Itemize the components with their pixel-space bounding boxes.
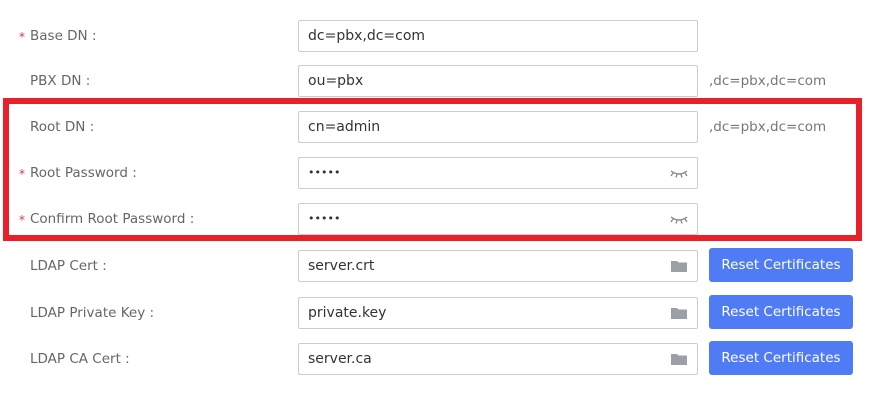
ldap-private-key-input[interactable]: private.key — [298, 297, 698, 329]
reset-certificates-button[interactable]: Reset Certificates — [709, 341, 853, 375]
ldap-cert-row: LDAP Cert : server.crt Reset Certificate… — [0, 248, 881, 283]
ldap-private-key-label: LDAP Private Key : — [30, 305, 155, 321]
confirm-root-password-input[interactable]: ••••• — [298, 203, 698, 235]
ldap-ca-cert-input[interactable]: server.ca — [298, 343, 698, 375]
eye-closed-icon[interactable] — [669, 211, 689, 227]
root-dn-suffix: ,dc=pbx,dc=com — [709, 119, 827, 135]
required-mark: * — [19, 167, 25, 181]
reset-certificates-button[interactable]: Reset Certificates — [709, 248, 853, 282]
root-dn-label: Root DN : — [30, 119, 95, 135]
required-mark: * — [19, 213, 25, 227]
root-dn-value: cn=admin — [308, 119, 381, 135]
ldap-cert-label: LDAP Cert : — [30, 258, 107, 274]
eye-closed-icon[interactable] — [669, 165, 689, 181]
ldap-cert-input[interactable]: server.crt — [298, 250, 698, 282]
ldap-cert-value: server.crt — [308, 258, 375, 274]
required-mark: * — [19, 30, 25, 44]
reset-certificates-button[interactable]: Reset Certificates — [709, 295, 853, 329]
ldap-ca-cert-label: LDAP CA Cert : — [30, 351, 130, 367]
base-dn-value: dc=pbx,dc=com — [308, 28, 426, 44]
root-password-row: * Root Password : ••••• — [0, 156, 881, 190]
base-dn-row: * Base DN : dc=pbx,dc=com — [0, 19, 881, 53]
confirm-root-password-row: * Confirm Root Password : ••••• — [0, 202, 881, 236]
pbx-dn-suffix: ,dc=pbx,dc=com — [709, 73, 827, 89]
base-dn-input[interactable]: dc=pbx,dc=com — [298, 20, 698, 52]
pbx-dn-value: ou=pbx — [308, 73, 364, 89]
pbx-dn-input[interactable]: ou=pbx — [298, 65, 698, 97]
pbx-dn-row: PBX DN : ou=pbx ,dc=pbx,dc=com — [0, 64, 881, 98]
root-dn-input[interactable]: cn=admin — [298, 111, 698, 143]
folder-icon[interactable] — [669, 351, 689, 367]
root-password-input[interactable]: ••••• — [298, 157, 698, 189]
root-password-value: ••••• — [308, 166, 341, 179]
confirm-root-password-value: ••••• — [308, 212, 341, 225]
confirm-root-password-label: Confirm Root Password : — [30, 211, 195, 227]
ldap-ca-cert-value: server.ca — [308, 351, 372, 367]
root-password-label: Root Password : — [30, 165, 137, 181]
root-dn-row: Root DN : cn=admin ,dc=pbx,dc=com — [0, 110, 881, 144]
ldap-ca-cert-row: LDAP CA Cert : server.ca Reset Certifica… — [0, 341, 881, 376]
highlight-box — [3, 98, 862, 241]
ldap-private-key-value: private.key — [308, 305, 387, 321]
base-dn-label: Base DN : — [30, 28, 97, 44]
ldap-private-key-row: LDAP Private Key : private.key Reset Cer… — [0, 295, 881, 330]
folder-icon[interactable] — [669, 305, 689, 321]
folder-icon[interactable] — [669, 258, 689, 274]
pbx-dn-label: PBX DN : — [30, 73, 91, 89]
